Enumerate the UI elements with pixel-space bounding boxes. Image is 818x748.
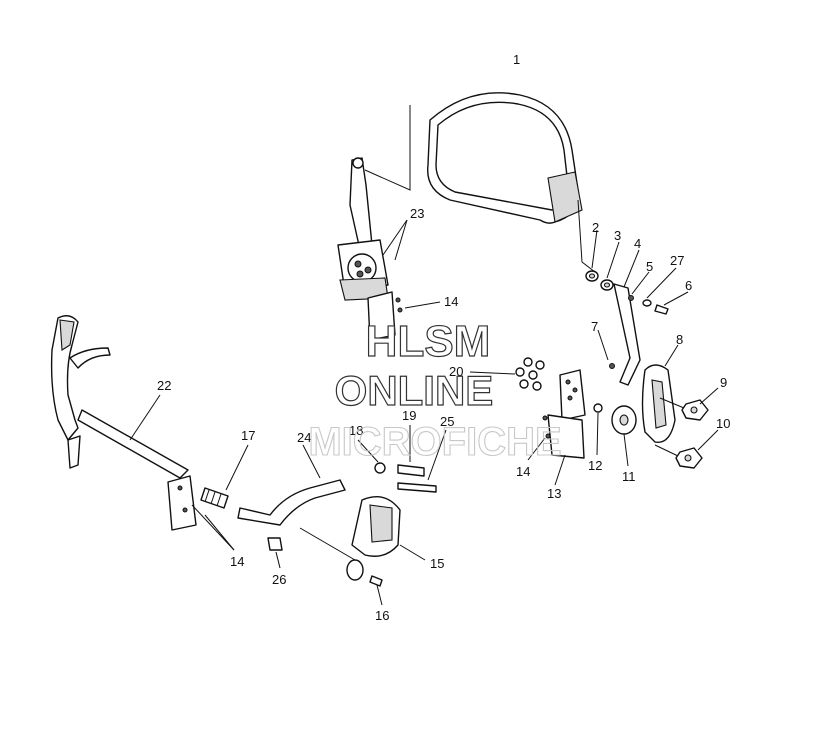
pins-and-springs bbox=[374, 462, 437, 493]
watermark-line-2: ONLINE bbox=[335, 367, 494, 414]
watermark: HLSM ONLINE MICROFICHE bbox=[308, 316, 562, 464]
seat-back-frame-line bbox=[364, 105, 411, 191]
adjuster-wheel bbox=[593, 403, 637, 435]
callout-11: 11 bbox=[622, 469, 636, 484]
release-lever bbox=[237, 479, 346, 526]
callout-6: 6 bbox=[685, 278, 692, 293]
screw bbox=[369, 575, 383, 587]
callout-15: 15 bbox=[430, 556, 444, 571]
callout-18: 18 bbox=[349, 423, 363, 438]
clip bbox=[267, 537, 283, 551]
lower-bracket-plate bbox=[542, 369, 586, 459]
adjuster-bracket bbox=[367, 291, 403, 341]
callout-10: 10 bbox=[716, 416, 730, 431]
callout-labels: 1 2 3 4 5 27 6 23 14 7 8 9 10 20 22 17 2… bbox=[157, 52, 730, 623]
callout-16: 16 bbox=[375, 608, 389, 623]
watermark-line-1: HLSM bbox=[366, 317, 491, 366]
callout-19: 19 bbox=[402, 408, 416, 423]
callout-24: 24 bbox=[297, 430, 311, 445]
seat-back-cushion bbox=[426, 92, 583, 224]
callout-25: 25 bbox=[440, 414, 454, 429]
callout-2: 2 bbox=[592, 220, 599, 235]
callout-14-mid: 14 bbox=[516, 464, 530, 479]
hardware-nuts bbox=[515, 357, 545, 391]
watermark-line-3: MICROFICHE bbox=[308, 420, 561, 464]
callout-14-upper: 14 bbox=[444, 294, 458, 309]
seat-frame-tube bbox=[50, 315, 197, 531]
callout-22: 22 bbox=[157, 378, 171, 393]
handle-grip bbox=[200, 487, 229, 509]
callout-12: 12 bbox=[588, 458, 602, 473]
callout-7: 7 bbox=[591, 319, 598, 334]
callout-3: 3 bbox=[614, 228, 621, 243]
cushion-bolt-line bbox=[577, 199, 596, 273]
seat-adjuster-mechanism bbox=[337, 157, 389, 301]
callout-5: 5 bbox=[646, 259, 653, 274]
callout-20: 20 bbox=[449, 364, 463, 379]
cover-shroud bbox=[346, 496, 401, 581]
callout-26: 26 bbox=[272, 572, 286, 587]
washer-stack bbox=[585, 270, 669, 386]
callout-27: 27 bbox=[670, 253, 684, 268]
callout-8: 8 bbox=[676, 332, 683, 347]
knobs bbox=[654, 397, 709, 469]
callout-13: 13 bbox=[547, 486, 561, 501]
callout-23: 23 bbox=[410, 206, 424, 221]
callout-4: 4 bbox=[634, 236, 641, 251]
callout-9: 9 bbox=[720, 375, 727, 390]
callout-1: 1 bbox=[513, 52, 520, 67]
callout-14-lower: 14 bbox=[230, 554, 244, 569]
callout-17: 17 bbox=[241, 428, 255, 443]
adjuster-handle bbox=[609, 363, 676, 444]
